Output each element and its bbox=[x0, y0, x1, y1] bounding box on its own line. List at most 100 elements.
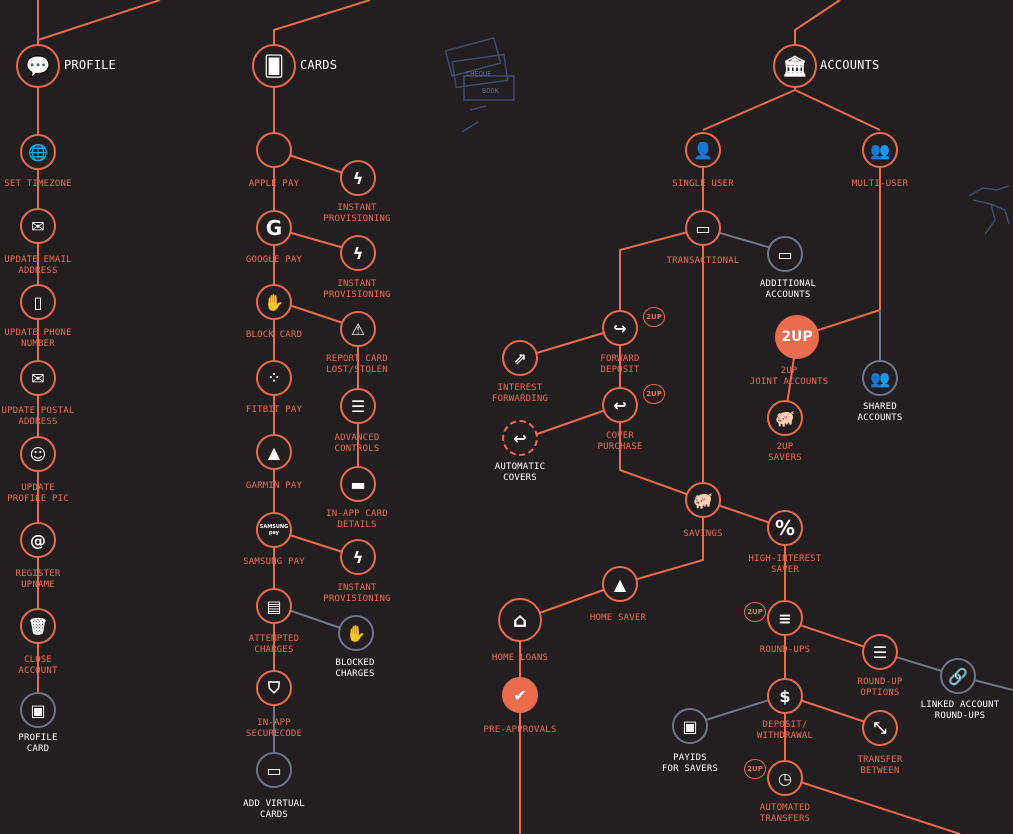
book-text: BOOK bbox=[482, 87, 500, 95]
label-google-pay: GOOGLE PAY bbox=[245, 255, 303, 265]
single-user-icon[interactable]: 👤 bbox=[685, 132, 721, 168]
label-forward-deposit: FORWARD DEPOSIT bbox=[600, 354, 640, 375]
label-instant-provisioning-3: INSTANT PROVISIONING bbox=[323, 583, 391, 604]
transfer-icon[interactable]: ⤡ bbox=[862, 710, 898, 746]
label-update-email: UPDATE EMAIL ADDRESS bbox=[4, 255, 72, 276]
card-reader-icon[interactable]: ▤ bbox=[256, 588, 292, 624]
clock-icon[interactable]: ◷ bbox=[767, 760, 803, 796]
fitbit-icon[interactable]: ⁘ bbox=[256, 360, 292, 396]
label-savings: SAVINGS bbox=[683, 529, 723, 539]
2up-badge: 2UP bbox=[643, 384, 665, 404]
label-update-postal: UPDATE POSTAL ADDRESS bbox=[1, 406, 75, 427]
forward-arrow-icon[interactable]: ↪ bbox=[602, 310, 638, 346]
label-cover-purchase: COVER PURCHASE bbox=[597, 431, 643, 452]
label-transactional: TRANSACTIONAL bbox=[666, 256, 740, 266]
2up-logo-icon[interactable]: 2UP bbox=[775, 315, 819, 359]
hand-blocked-icon[interactable]: ✋ bbox=[338, 615, 374, 651]
envelope-icon[interactable]: ✉ bbox=[20, 208, 56, 244]
house-icon[interactable]: ⌂ bbox=[498, 598, 542, 642]
mailbox-icon[interactable]: ✉ bbox=[20, 360, 56, 396]
profile-pic-icon[interactable]: ☺ bbox=[20, 436, 56, 472]
trash-icon[interactable]: 🗑 bbox=[20, 608, 56, 644]
back-arrow-icon[interactable]: ↩ bbox=[602, 387, 638, 423]
label-joint-accounts: 2UP JOINT ACCOUNTS bbox=[749, 366, 829, 387]
profile-card-icon[interactable]: ▣ bbox=[20, 692, 56, 728]
dinosaur-doodle bbox=[968, 185, 1010, 235]
label-linked-round-ups: LINKED ACCOUNT ROUND-UPS bbox=[920, 700, 1000, 721]
upname-icon[interactable]: @ bbox=[20, 522, 56, 558]
google-icon[interactable]: G bbox=[256, 210, 292, 246]
label-high-interest-saver: HIGH-INTEREST SAVER bbox=[748, 554, 822, 575]
link-icon[interactable]: 🔗 bbox=[940, 658, 976, 694]
cheque-text: CHEQUE bbox=[466, 70, 491, 78]
2up-badge: 2UP bbox=[643, 307, 665, 327]
label-in-app-card-details: IN-APP CARD DETAILS bbox=[326, 509, 388, 530]
label-round-up-options: ROUND-UP OPTIONS bbox=[857, 677, 903, 698]
label-interest-forwarding: INTEREST FORWARDING bbox=[491, 383, 549, 404]
label-advanced-controls: ADVANCED CONTROLS bbox=[334, 433, 380, 454]
2up-badge: 2UP bbox=[744, 759, 766, 779]
cards-section-icon[interactable]: 🂠 bbox=[252, 44, 296, 88]
transactional-card-icon[interactable]: ▭ bbox=[685, 210, 721, 246]
label-transfer-between: TRANSFER BETWEEN bbox=[857, 755, 903, 776]
round-up-options-icon[interactable]: ☰ bbox=[862, 634, 898, 670]
label-attempted-charges: ATTEMPTED CHARGES bbox=[248, 634, 300, 655]
label-instant-provisioning-2: INSTANT PROVISIONING bbox=[323, 279, 391, 300]
label-2up-savers: 2UP SAVERS bbox=[768, 442, 802, 463]
lightning-icon[interactable]: ϟ bbox=[340, 235, 376, 271]
garmin-triangle-icon[interactable]: ▲ bbox=[256, 434, 292, 470]
accounts-bank-icon[interactable]: 🏛 bbox=[773, 44, 817, 88]
card-details-icon[interactable]: ▬ bbox=[340, 466, 376, 502]
lightning-icon[interactable]: ϟ bbox=[340, 160, 376, 196]
label-close-account: CLOSE ACCOUNT bbox=[18, 655, 58, 676]
savings-piggy-icon[interactable]: 🐖 bbox=[685, 482, 721, 518]
money-bag-icon[interactable]: $ bbox=[767, 678, 803, 714]
checkmark-icon[interactable]: ✔ bbox=[502, 677, 538, 713]
label-home-loans: HOME LOANS bbox=[491, 653, 549, 663]
piggy-bank-icon[interactable]: 🐖 bbox=[767, 400, 803, 436]
label-fitbit-pay: FITBIT PAY bbox=[245, 405, 303, 415]
phone-icon[interactable]: ▯ bbox=[20, 284, 56, 320]
additional-accounts-icon[interactable]: ▭ bbox=[767, 236, 803, 272]
2up-badge: 2UP bbox=[744, 602, 766, 622]
label-shared-accounts: SHARED ACCOUNTS bbox=[857, 402, 903, 423]
warning-triangle-icon[interactable]: ⚠ bbox=[340, 311, 376, 347]
multi-user-icon[interactable]: 👥 bbox=[862, 132, 898, 168]
coins-stack-icon[interactable]: ≡ bbox=[767, 600, 803, 636]
label-report-lost: REPORT CARD LOST/STOLEN bbox=[326, 354, 388, 375]
interest-forwarding-icon[interactable]: ⇗ bbox=[502, 340, 538, 376]
percent-icon[interactable]: % bbox=[767, 510, 803, 546]
label-block-card: BLOCK CARD bbox=[245, 330, 303, 340]
samsung-pay-icon[interactable]: SAMSUNG pay bbox=[256, 512, 292, 548]
section-accounts-title: ACCOUNTS bbox=[820, 58, 880, 72]
label-update-pic: UPDATE PROFILE PIC bbox=[7, 483, 69, 504]
label-garmin-pay: GARMIN PAY bbox=[245, 481, 303, 491]
virtual-card-icon[interactable]: ▭ bbox=[256, 752, 292, 788]
label-multi-user: MULTI-USER bbox=[851, 179, 909, 189]
sliders-icon[interactable]: ☰ bbox=[340, 388, 376, 424]
label-pre-approvals: PRE-APPROVALS bbox=[483, 725, 557, 735]
label-additional-accounts: ADDITIONAL ACCOUNTS bbox=[759, 279, 817, 300]
globe-icon[interactable]: 🌐 bbox=[20, 134, 56, 170]
label-securecode: IN-APP SECURECODE bbox=[245, 718, 303, 739]
shield-check-icon[interactable]: ⛉ bbox=[256, 670, 292, 706]
chequebook-doodle: CHEQUE BOOK bbox=[444, 37, 515, 133]
label-samsung-pay: SAMSUNG PAY bbox=[243, 557, 305, 567]
label-update-phone: UPDATE PHONE NUMBER bbox=[4, 328, 72, 349]
label-add-virtual-cards: ADD VIRTUAL CARDS bbox=[243, 799, 305, 820]
label-set-timezone: SET TIMEZONE bbox=[4, 179, 72, 189]
label-single-user: SINGLE USER bbox=[672, 179, 734, 189]
automatic-covers-icon[interactable]: ↩ bbox=[502, 420, 538, 456]
profile-section-icon[interactable]: 💬 bbox=[16, 44, 60, 88]
lightning-icon[interactable]: ϟ bbox=[340, 539, 376, 575]
label-register-upname: REGISTER UPNAME bbox=[15, 569, 61, 590]
shared-accounts-icon[interactable]: 👥 bbox=[862, 360, 898, 396]
home-saver-icon[interactable]: ▲ bbox=[602, 566, 638, 602]
label-automated-transfers: AUTOMATED TRANSFERS bbox=[759, 803, 811, 824]
label-instant-provisioning-1: INSTANT PROVISIONING bbox=[323, 203, 391, 224]
hand-stop-icon[interactable]: ✋ bbox=[256, 284, 292, 320]
section-profile-title: PROFILE bbox=[64, 58, 116, 72]
payid-icon[interactable]: ▣ bbox=[672, 708, 708, 744]
apple-icon[interactable] bbox=[256, 132, 292, 168]
label-blocked-charges: BLOCKED CHARGES bbox=[335, 658, 375, 679]
